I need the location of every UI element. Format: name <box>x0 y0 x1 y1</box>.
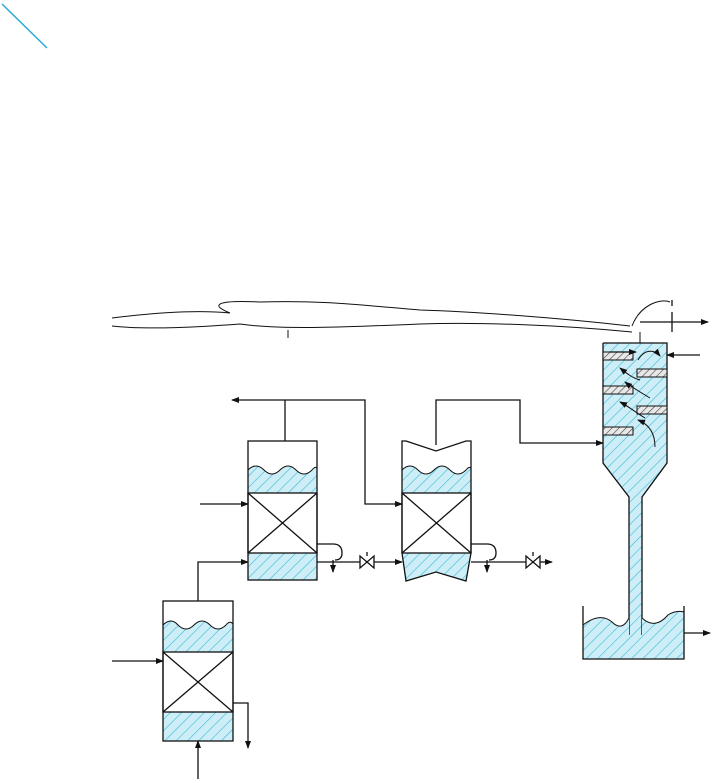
reactor-2-lines <box>200 397 403 573</box>
tray-plate-2 <box>636 368 668 378</box>
exhaust-plume <box>111 300 671 345</box>
tray-plate-1 <box>602 351 634 361</box>
tray-plate-5 <box>602 426 634 436</box>
tray-plate-3 <box>602 385 634 395</box>
scrubber-tower <box>602 342 700 635</box>
reactor-3-lines <box>435 399 604 573</box>
tray-plate-4 <box>636 405 668 415</box>
corner-mark <box>1 3 48 49</box>
reactor-1-feed-lines <box>112 559 251 779</box>
scrubber-top-outlet <box>640 300 709 332</box>
reactor-vessel-3 <box>401 440 472 582</box>
settling-basin <box>582 606 711 660</box>
reactor-vessel-2 <box>247 440 318 581</box>
reactor-vessel-1 <box>162 600 234 742</box>
